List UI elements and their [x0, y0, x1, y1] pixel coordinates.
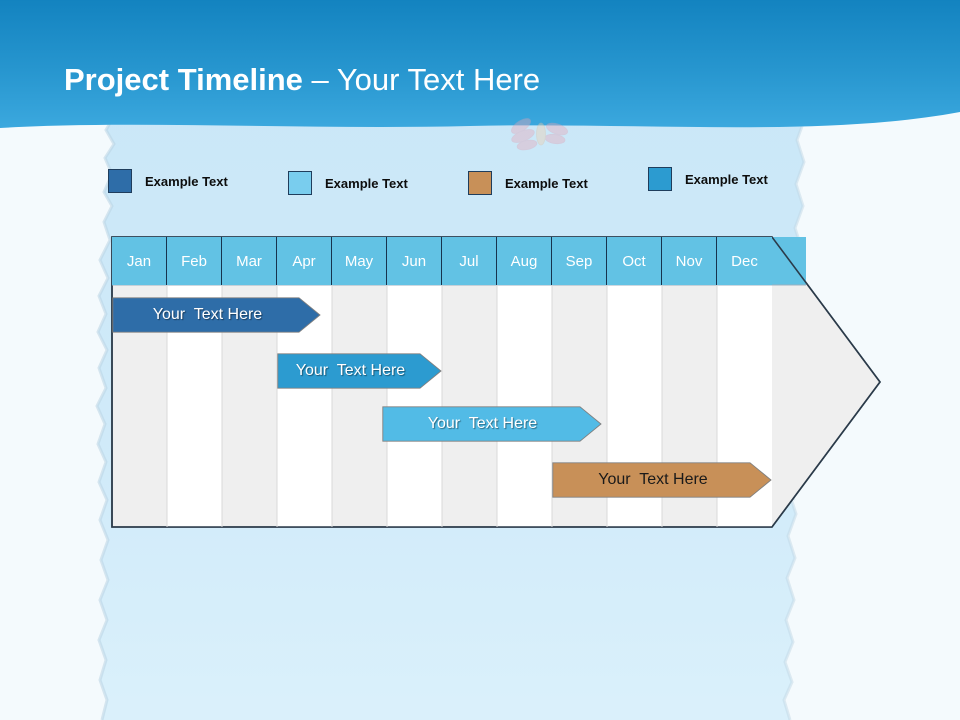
task-bar-2[interactable]: Your Text Here: [277, 353, 442, 389]
legend-label-3: Example Text: [505, 175, 588, 191]
legend-swatch-icon-1: [108, 169, 132, 193]
legend: Example Text Example Text Example Text E…: [108, 162, 808, 202]
legend-swatch-icon-3: [468, 171, 492, 195]
legend-item-4[interactable]: Example Text: [648, 167, 768, 191]
legend-label-1: Example Text: [145, 173, 228, 189]
task-bar-3[interactable]: Your Text Here: [381, 406, 602, 442]
task-bar-label-2: Your Text Here: [295, 362, 406, 379]
task-bar-4[interactable]: Your Text Here: [552, 462, 772, 498]
task-bar-label-1: Your Text Here: [152, 306, 263, 323]
butterfly-decoration-icon: [511, 118, 568, 151]
legend-swatch-icon-4: [648, 167, 672, 191]
task-bar-label-3: Your Text Here: [427, 415, 538, 432]
legend-item-1[interactable]: Example Text: [108, 169, 228, 193]
legend-swatch-icon-2: [288, 171, 312, 195]
page-title-bold: Project Timeline: [64, 62, 303, 97]
legend-item-2[interactable]: Example Text: [288, 171, 408, 195]
legend-item-3[interactable]: Example Text: [468, 171, 588, 195]
legend-label-4: Example Text: [685, 171, 768, 187]
legend-label-2: Example Text: [325, 175, 408, 191]
task-bar-1[interactable]: Your Text Here: [112, 297, 321, 333]
task-bar-label-4: Your Text Here: [598, 471, 708, 488]
page-title-rest: – Your Text Here: [302, 62, 541, 97]
page-title: Project Timeline – Your Text Here: [64, 58, 540, 102]
